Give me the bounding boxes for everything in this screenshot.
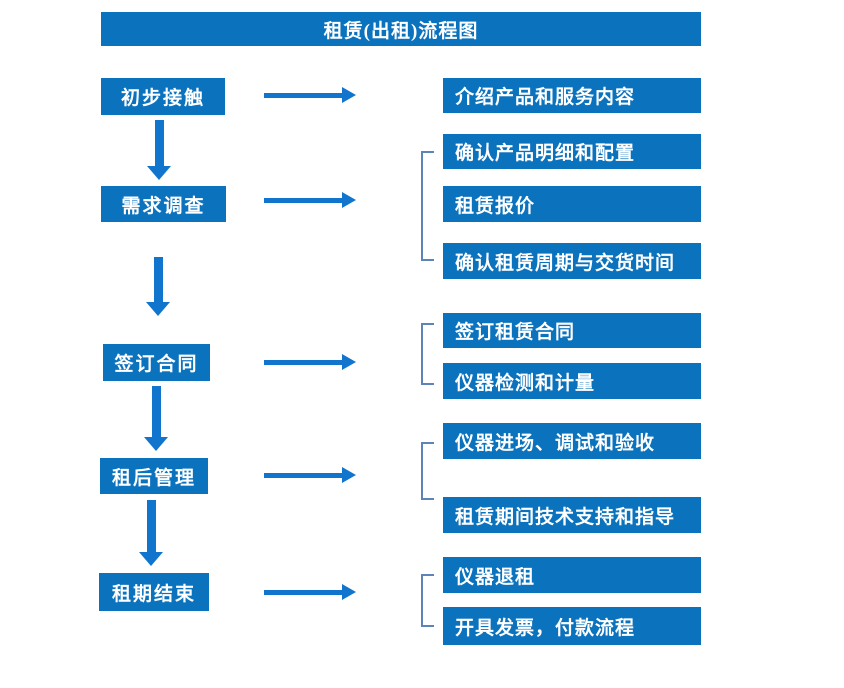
detail-box-rental-quote: 租赁报价 <box>443 186 701 222</box>
detail-label: 确认租赁周期与交货时间 <box>455 252 676 274</box>
arrow-head <box>342 354 356 370</box>
step-box-post-rental-management: 租后管理 <box>100 458 208 494</box>
arrow-head <box>342 192 356 208</box>
step-box-needs-survey: 需求调查 <box>101 186 226 222</box>
arrow-head <box>147 166 171 180</box>
flowchart-title: 租赁(出租)流程图 <box>323 20 479 42</box>
detail-label: 介绍产品和服务内容 <box>455 87 636 108</box>
step-label: 初步接触 <box>120 88 205 109</box>
detail-label: 租赁报价 <box>455 195 536 217</box>
detail-box-instrument-testing-metering: 仪器检测和计量 <box>443 363 701 399</box>
detail-box-confirm-rental-period-delivery: 确认租赁周期与交货时间 <box>443 243 701 279</box>
step-label: 签订合同 <box>114 354 199 375</box>
arrow-head <box>146 302 170 316</box>
arrow-head <box>342 467 356 483</box>
arrow-shaft <box>264 359 342 365</box>
detail-label: 仪器检测和计量 <box>455 372 596 394</box>
arrow-head <box>144 437 168 451</box>
step-box-initial-contact: 初步接触 <box>101 78 225 115</box>
detail-label: 仪器进场、调试和验收 <box>455 432 656 454</box>
arrow-shaft <box>151 386 161 437</box>
step-box-rental-end: 租期结束 <box>99 573 209 611</box>
arrow-head <box>139 552 163 566</box>
detail-label: 签订租赁合同 <box>455 322 576 343</box>
detail-box-confirm-product-details: 确认产品明细和配置 <box>443 134 701 169</box>
detail-label: 仪器退租 <box>455 566 536 588</box>
group-bracket <box>421 151 434 261</box>
arrow-right-icon <box>264 354 356 370</box>
detail-label: 开具发票，付款流程 <box>455 617 636 639</box>
detail-box-instrument-return: 仪器退租 <box>443 557 701 593</box>
arrow-head <box>342 87 356 103</box>
arrow-down-icon <box>144 386 168 451</box>
group-bracket <box>421 442 434 500</box>
arrow-down-icon <box>139 500 163 566</box>
arrow-shaft <box>153 257 163 302</box>
group-bracket <box>421 574 434 627</box>
step-box-sign-contract: 签订合同 <box>103 344 210 381</box>
arrow-down-icon <box>147 120 171 180</box>
arrow-right-icon <box>264 192 356 208</box>
detail-box-sign-rental-contract: 签订租赁合同 <box>443 313 701 348</box>
detail-label: 租赁期间技术支持和指导 <box>455 506 676 528</box>
arrow-head <box>342 584 356 600</box>
arrow-shaft <box>264 589 342 595</box>
detail-box-invoice-payment: 开具发票，付款流程 <box>443 607 701 645</box>
arrow-shaft <box>154 120 164 166</box>
detail-label: 确认产品明细和配置 <box>455 143 636 164</box>
arrow-shaft <box>146 500 156 552</box>
arrow-right-icon <box>264 87 356 103</box>
arrow-down-icon <box>146 257 170 316</box>
arrow-right-icon <box>264 584 356 600</box>
flowchart-title-bar: 租赁(出租)流程图 <box>101 12 701 46</box>
group-bracket <box>421 323 434 385</box>
arrow-right-icon <box>264 467 356 483</box>
step-label: 需求调查 <box>121 195 206 217</box>
arrow-shaft <box>264 92 342 98</box>
step-label: 租期结束 <box>111 583 196 605</box>
step-label: 租后管理 <box>111 467 196 489</box>
detail-box-instrument-setup-acceptance: 仪器进场、调试和验收 <box>443 423 701 459</box>
detail-box-rental-tech-support: 租赁期间技术支持和指导 <box>443 497 701 533</box>
arrow-shaft <box>264 197 342 203</box>
detail-box-introduce-products: 介绍产品和服务内容 <box>443 78 701 113</box>
arrow-shaft <box>264 472 342 478</box>
